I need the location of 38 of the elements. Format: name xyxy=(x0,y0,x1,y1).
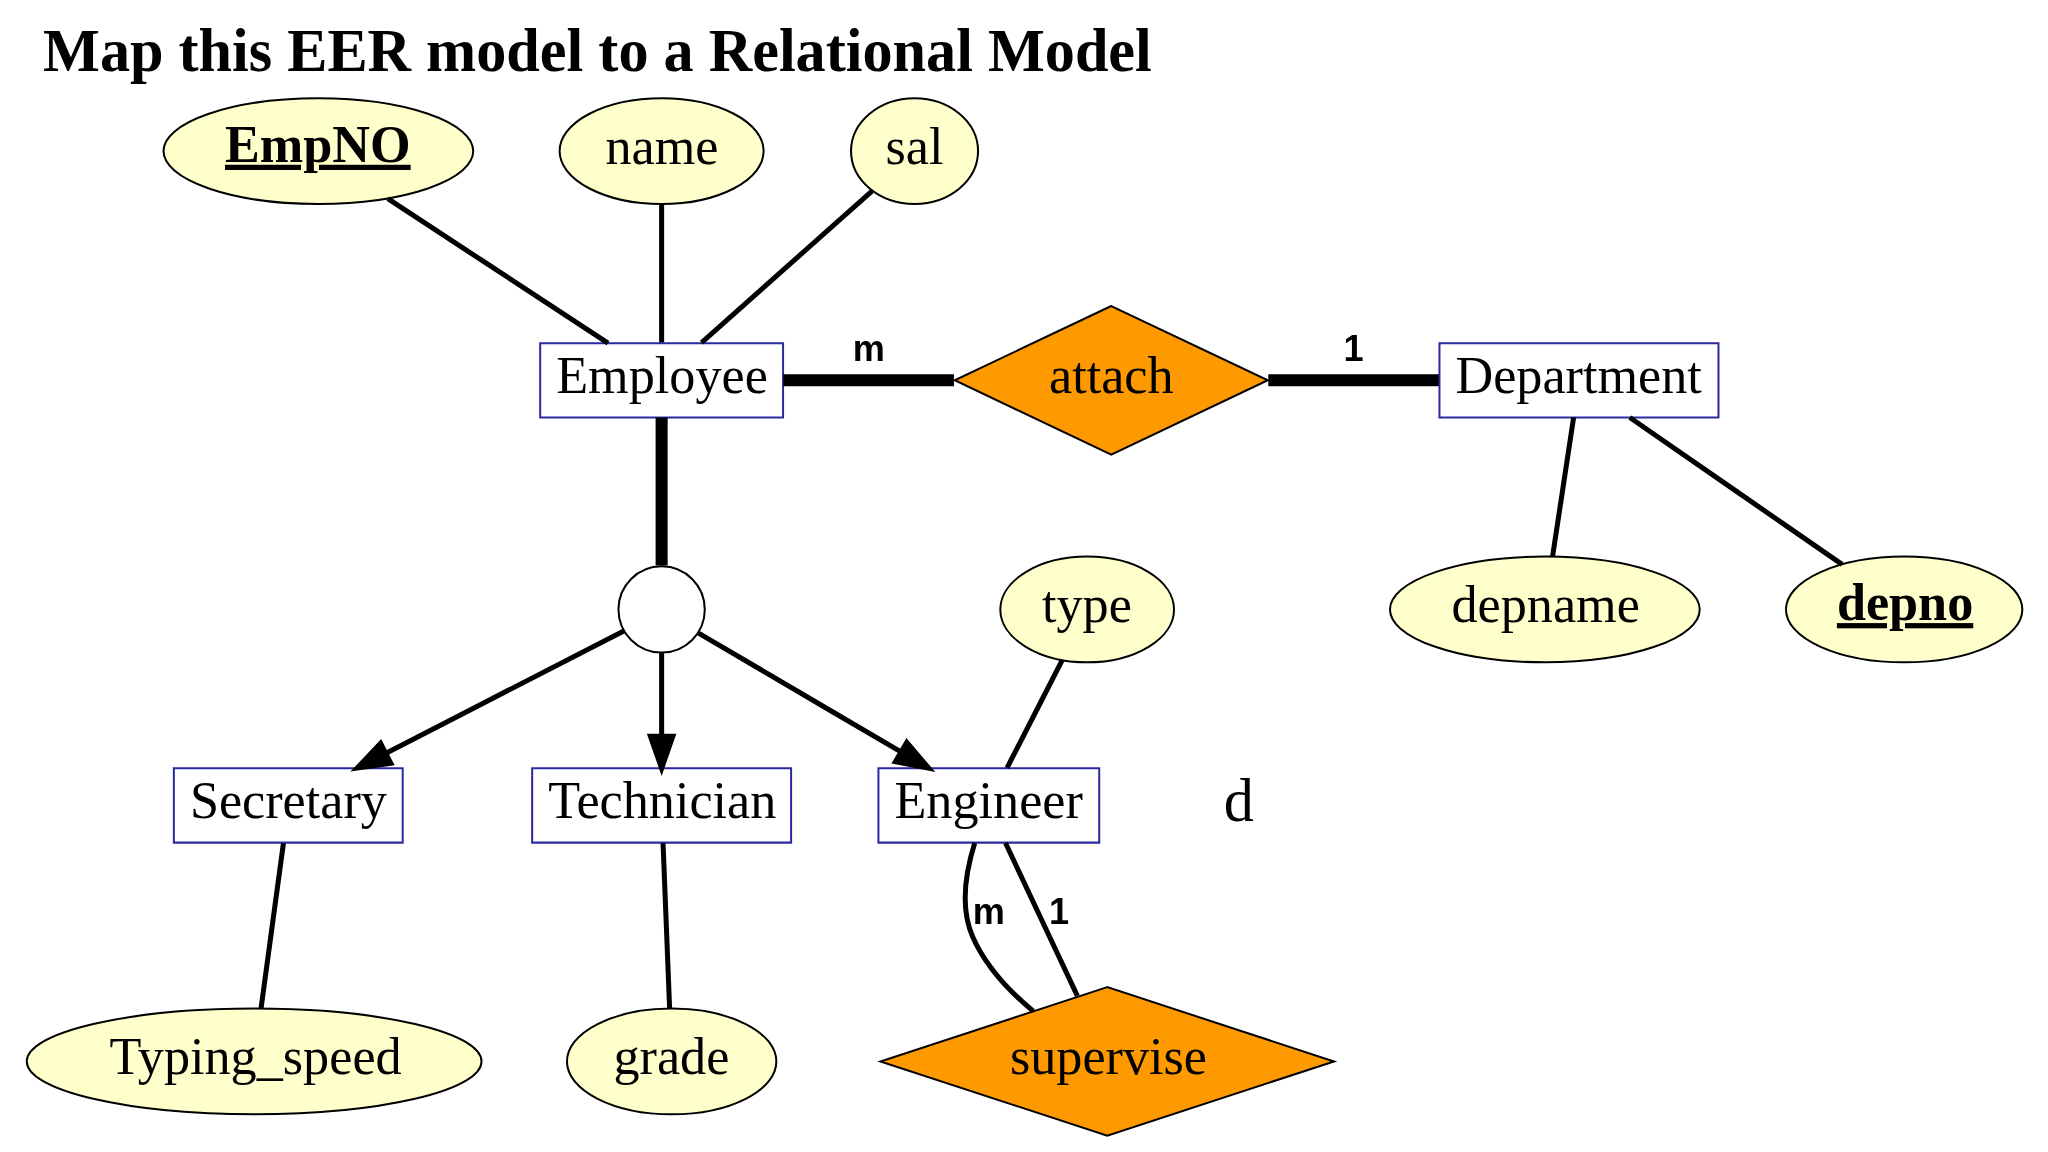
arrow xyxy=(646,653,676,776)
connector xyxy=(962,842,1035,1014)
label: d xyxy=(1223,766,1254,834)
node-ellipse: depname xyxy=(1388,555,1701,664)
connector xyxy=(655,417,668,566)
node-ellipse: EmpNO xyxy=(162,97,474,205)
node-box: Technician xyxy=(530,767,792,844)
node-box: Engineer xyxy=(876,767,1100,844)
connector xyxy=(1627,415,1843,567)
connector xyxy=(782,374,954,387)
connector xyxy=(1267,374,1439,387)
edge-label: m xyxy=(852,328,885,370)
connector xyxy=(658,203,664,343)
node-circle xyxy=(616,565,706,654)
node-box: Department xyxy=(1437,342,1719,419)
connector xyxy=(258,842,286,1009)
edge-label: 1 xyxy=(1048,890,1069,932)
connector xyxy=(1004,658,1065,769)
node-ellipse: depno xyxy=(1784,555,2023,664)
arrow xyxy=(696,630,935,773)
diagram-title: Map this EER model to a Relational Model xyxy=(42,16,1152,84)
node-diamond: attach xyxy=(951,304,1270,456)
node-ellipse: name xyxy=(558,97,765,205)
node-diamond: supervise xyxy=(876,986,1337,1137)
connector xyxy=(1549,417,1576,557)
connector xyxy=(699,188,874,345)
node-ellipse: type xyxy=(998,555,1175,664)
arrow xyxy=(349,628,625,772)
edge-label: m xyxy=(972,890,1005,932)
node-box: Employee xyxy=(538,342,784,419)
connector xyxy=(385,196,609,346)
node-box: Secretary xyxy=(172,767,404,844)
node-ellipse: Typing_speed xyxy=(25,1007,482,1116)
connector xyxy=(1002,841,1080,997)
node-ellipse: sal xyxy=(849,97,979,205)
edge-label: 1 xyxy=(1343,328,1364,370)
connector xyxy=(660,842,672,1009)
node-ellipse: grade xyxy=(565,1007,777,1116)
